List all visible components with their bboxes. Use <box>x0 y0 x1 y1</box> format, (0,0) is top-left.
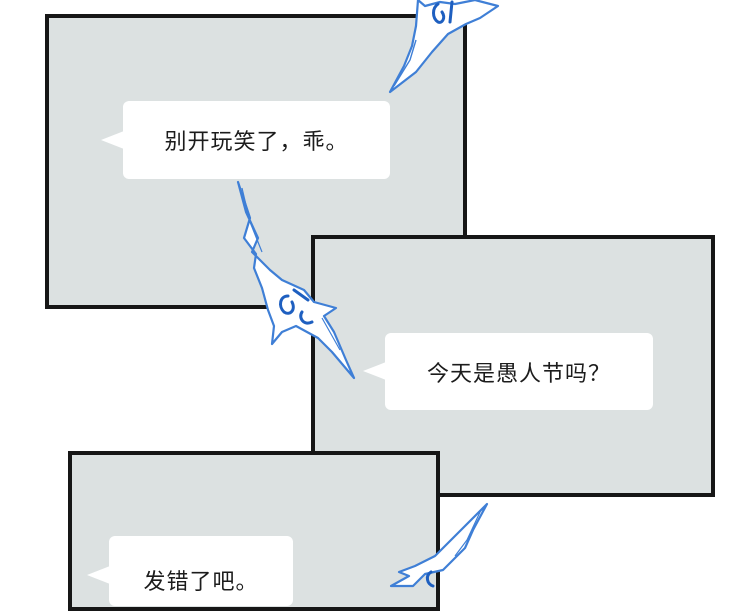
bubble-tail <box>363 362 386 380</box>
bubble-tail <box>87 566 110 584</box>
notification-burst-icon <box>388 0 500 94</box>
bubble-text-1: 别开玩笑了，乖。 <box>164 130 349 155</box>
bubble-text-2: 今天是愚人节吗？ <box>426 361 611 387</box>
notification-burst-icon <box>236 180 356 380</box>
bubble-tail <box>101 131 124 149</box>
speech-bubble-1: 别开玩笑了，乖。 <box>101 101 390 179</box>
notification-burst-icon <box>389 502 489 588</box>
speech-bubble-3: 发错了吧。 <box>87 536 293 606</box>
speech-bubble-2: 今天是愚人节吗？ <box>363 333 653 410</box>
bubble-text-3: 发错了吧。 <box>143 570 259 595</box>
